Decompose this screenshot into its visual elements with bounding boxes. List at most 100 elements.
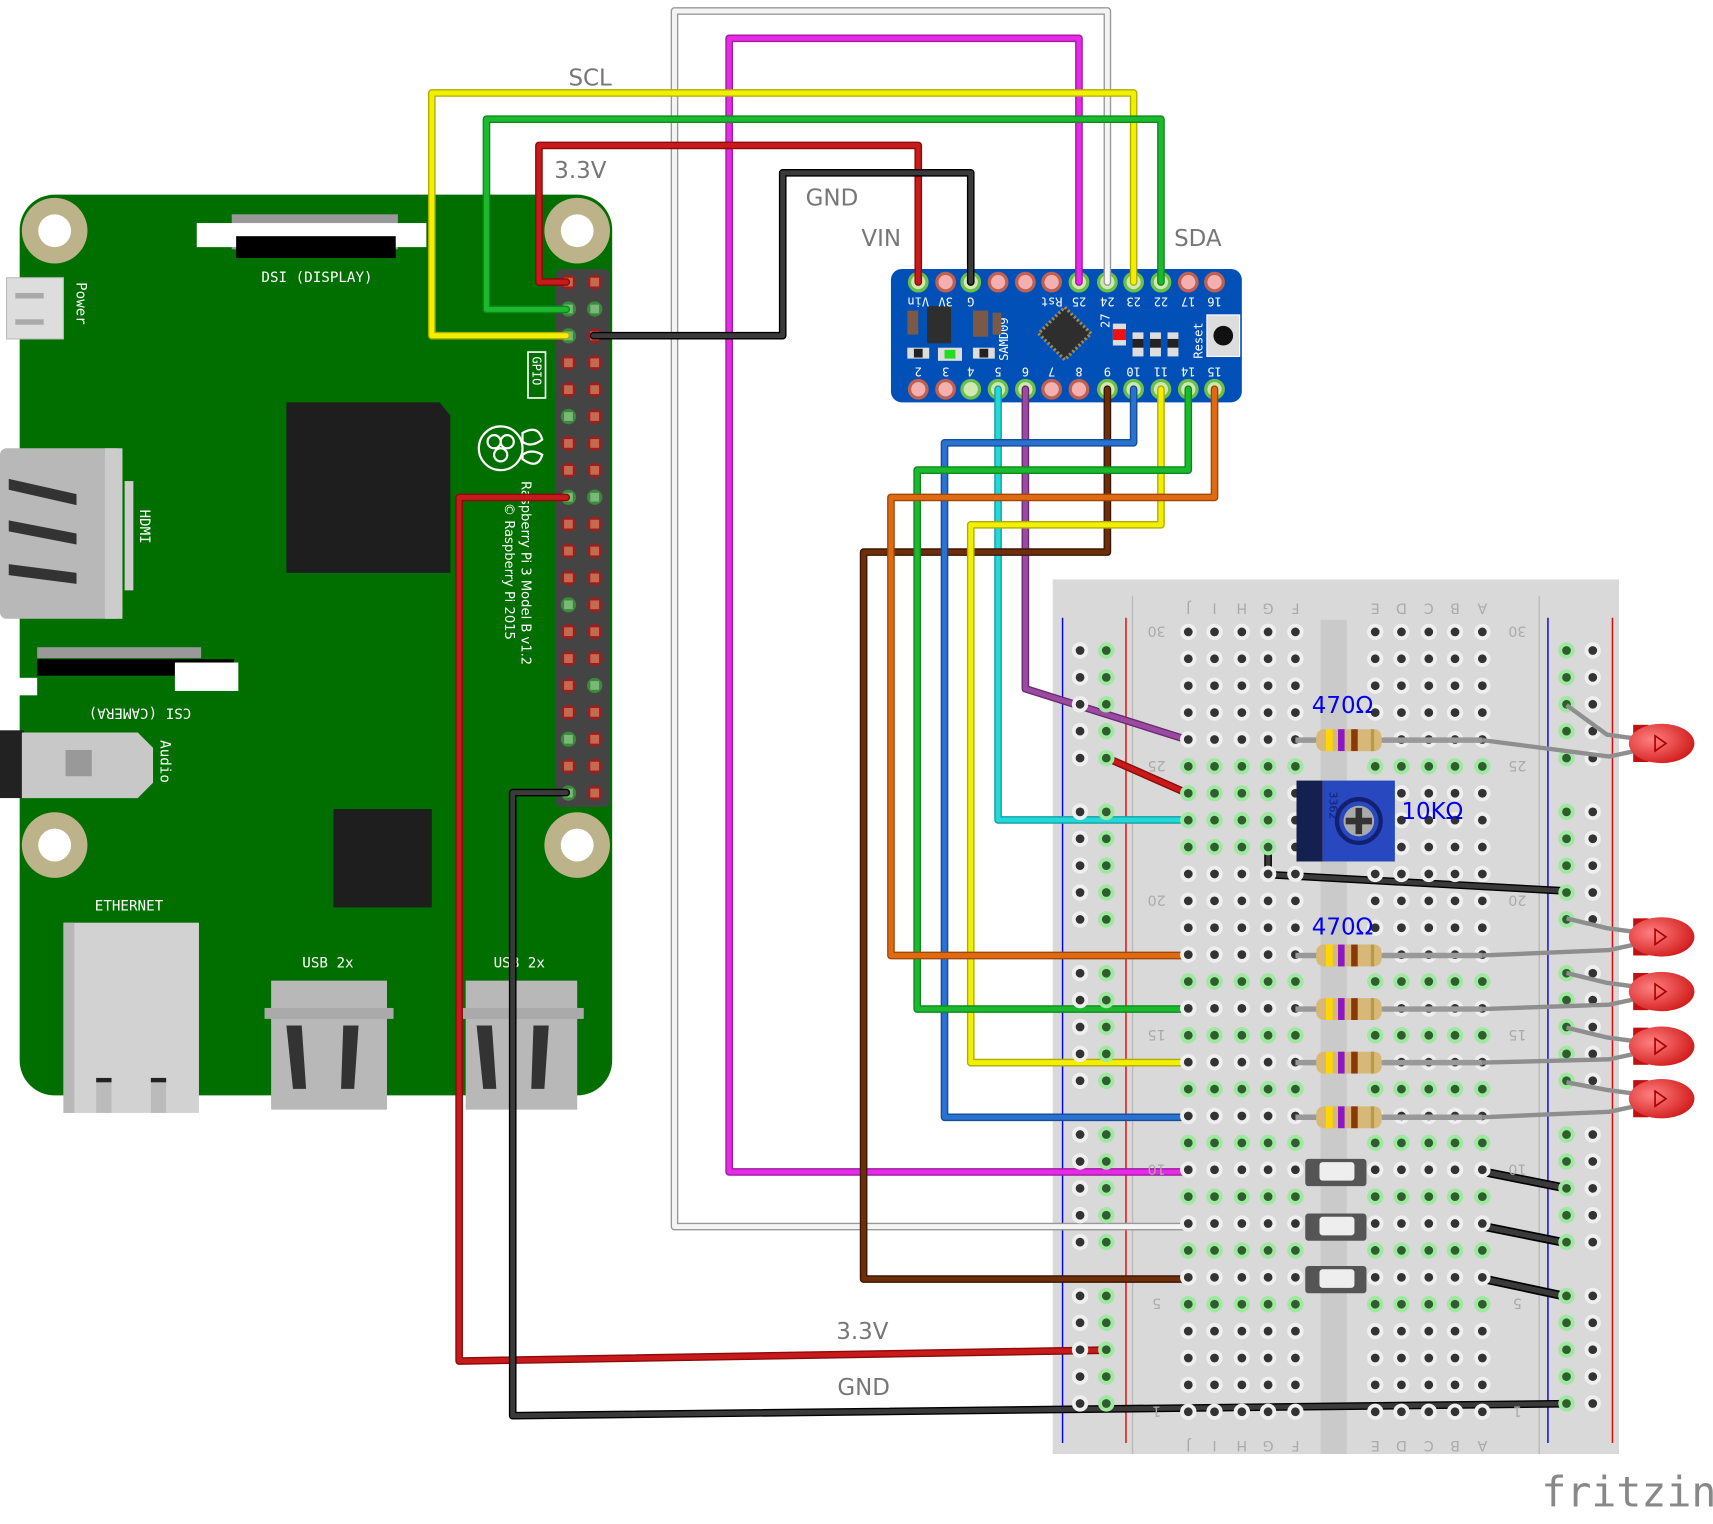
push-button[interactable] <box>1305 1265 1367 1294</box>
reset-label: Reset <box>1191 322 1205 358</box>
label-vin: VIN <box>861 226 901 252</box>
status-led-27: 27 <box>1099 314 1126 346</box>
samd-top-pin <box>1177 271 1199 293</box>
potentiometer-value: 10KΩ <box>1401 799 1463 825</box>
column-letter: B <box>1450 599 1460 615</box>
samd-top-pin <box>987 271 1009 293</box>
samd-top-pin-label: 3V <box>938 294 952 308</box>
row-number: 5 <box>1152 1295 1161 1311</box>
samd-bottom-pin-label: 14 <box>1181 364 1195 378</box>
hdmi-connector: HDMI <box>0 448 152 619</box>
column-letter: F <box>1291 1437 1299 1453</box>
samd-bottom-pin-label: 5 <box>994 364 1001 378</box>
reset-button[interactable]: Reset <box>1191 314 1241 359</box>
column-letter: I <box>1212 1437 1216 1453</box>
resistor-470-ohm <box>1295 998 1483 1020</box>
push-button[interactable] <box>1305 1158 1367 1187</box>
resistor-470-ohm <box>1295 729 1483 752</box>
row-number: 25 <box>1148 757 1166 773</box>
label-gnd-top: GND <box>806 186 859 212</box>
samd-top-pin <box>1041 271 1063 293</box>
samd-top-pin-label: 24 <box>1100 294 1114 308</box>
samd-top-pin-label: 25 <box>1072 294 1086 308</box>
column-letter: D <box>1396 1437 1407 1453</box>
label-gnd-bottom: GND <box>837 1375 890 1401</box>
samd-bottom-pin-label: 10 <box>1126 364 1140 378</box>
samd-bottom-pin <box>907 378 929 400</box>
samd-top-pin-label: Vin <box>907 294 929 308</box>
samd-top-pin-label: 16 <box>1207 294 1221 308</box>
gpio-header <box>555 268 610 807</box>
column-letter: D <box>1396 599 1407 615</box>
column-letter: A <box>1477 599 1487 615</box>
samd-top-pin <box>935 271 956 293</box>
csi-label: CSI (CAMERA) <box>89 704 192 720</box>
column-letter: G <box>1263 599 1274 615</box>
raspberry-pi-board: DSI (DISPLAY) Power HDMI CSI (CAMERA) <box>0 194 613 1113</box>
column-letter: E <box>1371 1437 1380 1453</box>
samd-bottom-pin-label: 8 <box>1075 364 1082 378</box>
row-number: 10 <box>1148 1160 1166 1176</box>
dsi-label: DSI (DISPLAY) <box>261 270 372 286</box>
column-letter: A <box>1477 1437 1487 1453</box>
model-text: Raspberry Pi 3 Model B v1.2 <box>517 481 532 665</box>
audio-connector: Audio <box>0 730 173 799</box>
samd-bottom-pin-label: 9 <box>1104 364 1111 378</box>
microcontroller-chip <box>1036 304 1094 363</box>
raspberry-logo-icon <box>477 425 544 472</box>
resistor-top-value: 470Ω <box>1312 693 1373 719</box>
row-number: 5 <box>1513 1295 1522 1311</box>
samd-top-pin <box>1204 271 1225 293</box>
samd-top-pin-label: G <box>967 294 974 308</box>
ethernet-label: ETHERNET <box>95 899 164 915</box>
samd-bottom-pin <box>935 378 956 400</box>
column-letter: F <box>1291 599 1299 615</box>
row-number: 25 <box>1508 757 1526 773</box>
row-number: 1 <box>1152 1402 1161 1418</box>
column-letter: G <box>1263 1437 1274 1453</box>
column-letter: C <box>1424 1437 1434 1453</box>
samd-bottom-pin-label: 7 <box>1048 364 1055 378</box>
row-number: 20 <box>1148 891 1166 907</box>
led-leg <box>1482 737 1641 759</box>
mounting-hole <box>21 812 88 878</box>
samd-bottom-pin <box>1041 378 1063 400</box>
column-letter: H <box>1236 599 1247 615</box>
row-number: 20 <box>1508 891 1526 907</box>
led-leg <box>1565 1025 1641 1045</box>
row-number: 15 <box>1508 1026 1526 1042</box>
label-3v3-bottom: 3.3V <box>836 1319 888 1345</box>
mounting-hole <box>21 197 88 264</box>
power-connector: Power <box>6 277 89 340</box>
soc-chip <box>286 402 451 573</box>
samd-bottom-pin <box>960 378 982 400</box>
usb-port-1: USB 2x <box>264 956 394 1110</box>
potentiometer-10k: 3362 <box>1296 780 1395 862</box>
led-leg <box>1482 1103 1641 1120</box>
column-letter: C <box>1424 599 1434 615</box>
copyright-text: © Raspberry Pi 2015 <box>501 503 516 640</box>
column-letter: J <box>1186 1437 1191 1453</box>
resistor-470-ohm <box>1295 1051 1483 1074</box>
column-letter: I <box>1212 599 1216 615</box>
led-red <box>1482 1025 1695 1066</box>
resistor-bank-value: 470Ω <box>1312 915 1373 941</box>
potentiometer-code: 3362 <box>1326 792 1339 820</box>
resistor-470-ohm <box>1295 944 1483 967</box>
samd-top-pin-label: 17 <box>1181 294 1195 308</box>
usb-port-2: USB 2x <box>459 956 584 1110</box>
samd-bottom-pin-label: 4 <box>967 364 974 378</box>
samd-bottom-pin-label: 6 <box>1022 364 1029 378</box>
push-button[interactable] <box>1305 1213 1367 1241</box>
samd-top-pin-label: Rst <box>1041 294 1063 308</box>
resistor-470-ohm <box>1295 1106 1483 1129</box>
samd-bottom-pin <box>1068 378 1090 400</box>
led-label: 27 <box>1099 314 1113 328</box>
row-number: 15 <box>1148 1026 1166 1042</box>
samd-bottom-pin-label: 15 <box>1207 364 1221 378</box>
column-letter: B <box>1450 1437 1460 1453</box>
samd-top-pin <box>1015 271 1036 293</box>
led-leg <box>1565 970 1641 990</box>
